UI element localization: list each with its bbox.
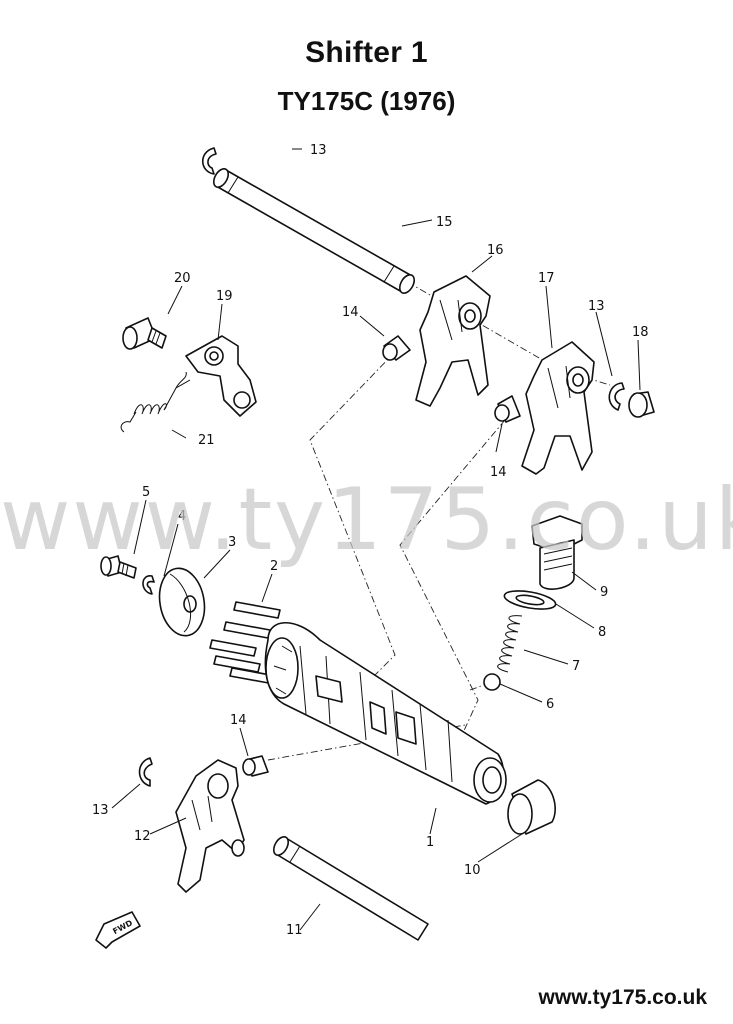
spring-part-21 [120,371,191,433]
callout-8: 8 [598,625,606,640]
callout-9: 9 [600,585,608,600]
pin-part-14-upper-right [494,395,521,423]
pin-part-14-upper-left [382,335,411,361]
callout-13-lower: 13 [92,803,109,818]
callout-6: 6 [546,697,554,712]
shift-fork-part-12 [175,759,245,893]
callout-3: 3 [228,535,236,550]
callout-1: 1 [426,835,434,850]
callout-5: 5 [142,485,150,500]
bolt-part-20 [122,317,167,350]
pins-part-2 [209,601,281,685]
circlip-part-13-lower [138,757,153,787]
callout-17: 17 [538,271,555,286]
callout-2: 2 [270,559,278,574]
callout-15: 15 [436,215,453,230]
screw-part-5 [100,555,137,579]
shift-fork-part-16 [415,275,491,407]
pin-part-14-lower [242,755,269,777]
callout-leaders [111,148,641,931]
callout-7: 7 [572,659,580,674]
stopper-lever-part-19 [185,335,257,417]
callout-19: 19 [216,289,233,304]
callout-16: 16 [487,243,504,258]
cam-plate-part-3 [158,567,206,637]
shift-fork-part-17 [521,341,595,475]
circlip-part-13-right [608,382,625,411]
callout-21: 21 [198,433,215,448]
callout-12: 12 [134,829,151,844]
plug-bolt-part-9 [531,515,583,590]
footer-url[interactable]: www.ty175.co.uk [538,986,707,1009]
cap-part-10 [507,779,556,835]
page-title: Shifter 1 [305,36,428,69]
washer-part-8 [503,590,557,610]
callout-14-lower: 14 [230,713,247,728]
callout-4: 4 [178,509,186,524]
cap-part-18 [628,391,655,418]
callout-10: 10 [464,863,481,878]
callout-18: 18 [632,325,649,340]
fork-shaft-part-15 [212,168,416,294]
callout-13-top: 13 [310,143,327,158]
ball-part-6 [483,673,501,691]
washer-part-4 [142,575,155,595]
shift-drum-part-1 [264,621,507,805]
callout-14-upper-left: 14 [342,305,359,320]
forward-direction-icon: FWD [95,911,141,949]
circlip-part-13-top [201,147,217,175]
callout-14-upper-right: 14 [490,465,507,480]
fork-shaft-part-11 [272,836,429,941]
spring-part-7 [497,615,523,673]
callout-13-right: 13 [588,299,605,314]
model-subtitle: TY175C (1976) [277,86,456,116]
callout-11: 11 [286,923,303,938]
callout-20: 20 [174,271,191,286]
